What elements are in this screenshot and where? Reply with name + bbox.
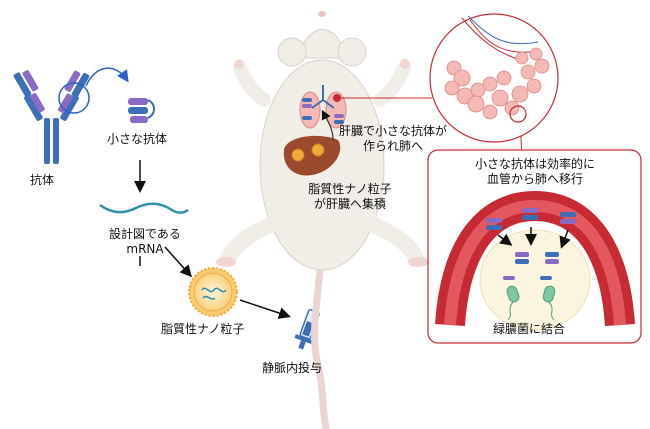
antibody-icon: [13, 70, 90, 164]
lnp-liver-line1: 脂質性ナノ粒子: [308, 182, 392, 196]
mrna-strand: [99, 202, 189, 214]
vessel-panel: [427, 149, 642, 344]
lnp-liver-line2: が肝臓へ集積: [313, 197, 386, 211]
bind-label: 緑膿菌に結合: [493, 322, 566, 336]
efficient-label: 小さな抗体は効率的に 血管から肺へ移行: [470, 157, 600, 187]
lipid-nanoparticle-icon: [188, 267, 238, 317]
liver-make-line1: 肝臓で小さな抗体が: [338, 124, 447, 138]
small-antibody-icon: [128, 98, 155, 123]
iv-injection-label: 静脈内投与: [262, 361, 323, 375]
efficient-line1: 小さな抗体は効率的に: [474, 157, 595, 171]
mrna-label-line1: 設計図である: [109, 227, 181, 241]
mrna-label-line2: mRNA: [126, 242, 164, 256]
syringe-icon: [294, 299, 320, 350]
antibody-label: 抗体: [30, 173, 55, 187]
liver-make-label: 肝臓で小さな抗体が 作られ肺へ: [333, 124, 453, 154]
lnp-label: 脂質性ナノ粒子: [161, 322, 245, 336]
mouse-illustration: [216, 11, 428, 429]
lnp-liver-label: 脂質性ナノ粒子 が肝臓へ集積: [300, 182, 400, 212]
efficient-line2: 血管から肺へ移行: [486, 172, 583, 186]
flow-arrow-2: [164, 246, 192, 278]
zoom-arrow: [85, 67, 129, 87]
flow-arrow-3: [239, 299, 291, 319]
liver-make-line2: 作られ肺へ: [362, 139, 423, 153]
mrna-label: 設計図である mRNA: [100, 227, 190, 257]
lung-zoom-panel: [429, 13, 559, 143]
small-antibody-label: 小さな抗体: [107, 132, 168, 146]
